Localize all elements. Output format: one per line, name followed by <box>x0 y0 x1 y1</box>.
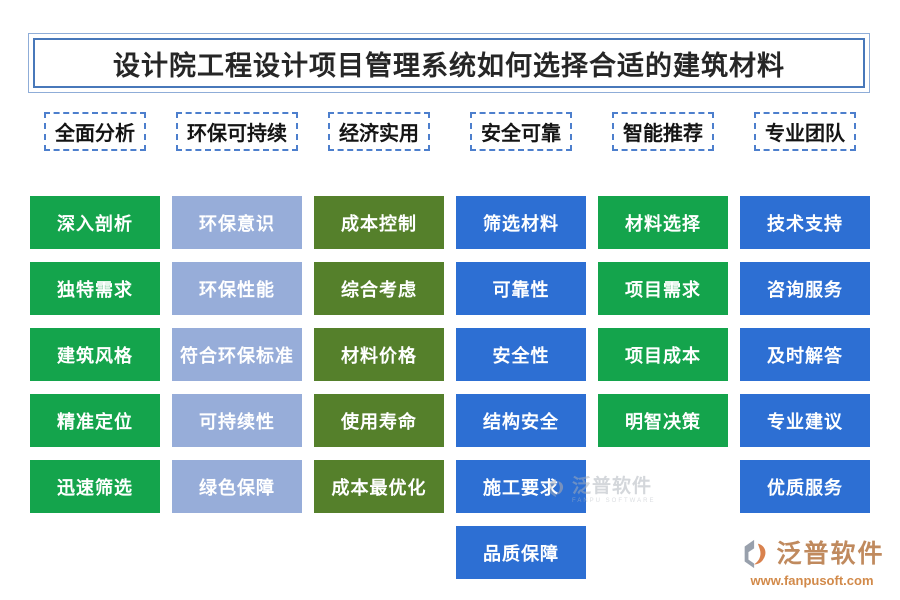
topic-tile[interactable]: 建筑风格 <box>30 328 160 381</box>
topic-tile[interactable]: 结构安全 <box>456 394 586 447</box>
category-header: 安全可靠 <box>470 112 572 151</box>
topic-tile[interactable]: 筛选材料 <box>456 196 586 249</box>
topic-tile[interactable]: 深入剖析 <box>30 196 160 249</box>
title-banner-inner: 设计院工程设计项目管理系统如何选择合适的建筑材料 <box>33 38 865 88</box>
topic-tile[interactable]: 环保意识 <box>172 196 302 249</box>
topic-tile[interactable]: 精准定位 <box>30 394 160 447</box>
topic-tile[interactable]: 绿色保障 <box>172 460 302 513</box>
topic-tile[interactable]: 符合环保标准 <box>172 328 302 381</box>
topic-tile[interactable]: 独特需求 <box>30 262 160 315</box>
topic-tile[interactable]: 材料价格 <box>314 328 444 381</box>
topic-tile[interactable]: 可持续性 <box>172 394 302 447</box>
category-header: 全面分析 <box>44 112 146 151</box>
topic-tile[interactable]: 安全性 <box>456 328 586 381</box>
topic-tile[interactable]: 咨询服务 <box>740 262 870 315</box>
category-column: 专业团队技术支持咨询服务及时解答专业建议优质服务 <box>740 112 870 579</box>
topic-tile[interactable]: 技术支持 <box>740 196 870 249</box>
category-column: 安全可靠筛选材料可靠性安全性结构安全施工要求品质保障 <box>456 112 586 579</box>
topic-tile[interactable]: 环保性能 <box>172 262 302 315</box>
topic-tile[interactable]: 品质保障 <box>456 526 586 579</box>
brand-name: 泛普软件 <box>776 540 885 568</box>
fanpu-logo-icon <box>745 539 766 569</box>
category-column: 智能推荐材料选择项目需求项目成本明智决策 <box>598 112 728 579</box>
brand-url: www.fanpusoft.com <box>750 573 874 588</box>
category-header: 环保可持续 <box>176 112 298 151</box>
topic-tile[interactable]: 施工要求 <box>456 460 586 513</box>
topic-tile[interactable]: 项目需求 <box>598 262 728 315</box>
topic-tile[interactable]: 可靠性 <box>456 262 586 315</box>
columns: 全面分析深入剖析独特需求建筑风格精准定位迅速筛选环保可持续环保意识环保性能符合环… <box>30 112 870 579</box>
title-banner: 设计院工程设计项目管理系统如何选择合适的建筑材料 <box>28 33 870 93</box>
topic-tile[interactable]: 明智决策 <box>598 394 728 447</box>
category-header: 专业团队 <box>754 112 856 151</box>
topic-tile[interactable]: 成本最优化 <box>314 460 444 513</box>
category-column: 经济实用成本控制综合考虑材料价格使用寿命成本最优化 <box>314 112 444 579</box>
topic-tile[interactable]: 迅速筛选 <box>30 460 160 513</box>
topic-tile[interactable]: 使用寿命 <box>314 394 444 447</box>
category-column: 全面分析深入剖析独特需求建筑风格精准定位迅速筛选 <box>30 112 160 579</box>
page-title: 设计院工程设计项目管理系统如何选择合适的建筑材料 <box>113 50 785 81</box>
topic-tile[interactable]: 成本控制 <box>314 196 444 249</box>
category-header: 经济实用 <box>328 112 430 151</box>
topic-tile[interactable]: 专业建议 <box>740 394 870 447</box>
topic-tile[interactable]: 优质服务 <box>740 460 870 513</box>
category-header: 智能推荐 <box>612 112 714 151</box>
topic-tile[interactable]: 项目成本 <box>598 328 728 381</box>
category-column: 环保可持续环保意识环保性能符合环保标准可持续性绿色保障 <box>172 112 302 579</box>
topic-tile[interactable]: 材料选择 <box>598 196 728 249</box>
topic-tile[interactable]: 及时解答 <box>740 328 870 381</box>
topic-tile[interactable]: 综合考虑 <box>314 262 444 315</box>
brand-logo: 泛普软件 www.fanpusoft.com <box>732 537 892 587</box>
